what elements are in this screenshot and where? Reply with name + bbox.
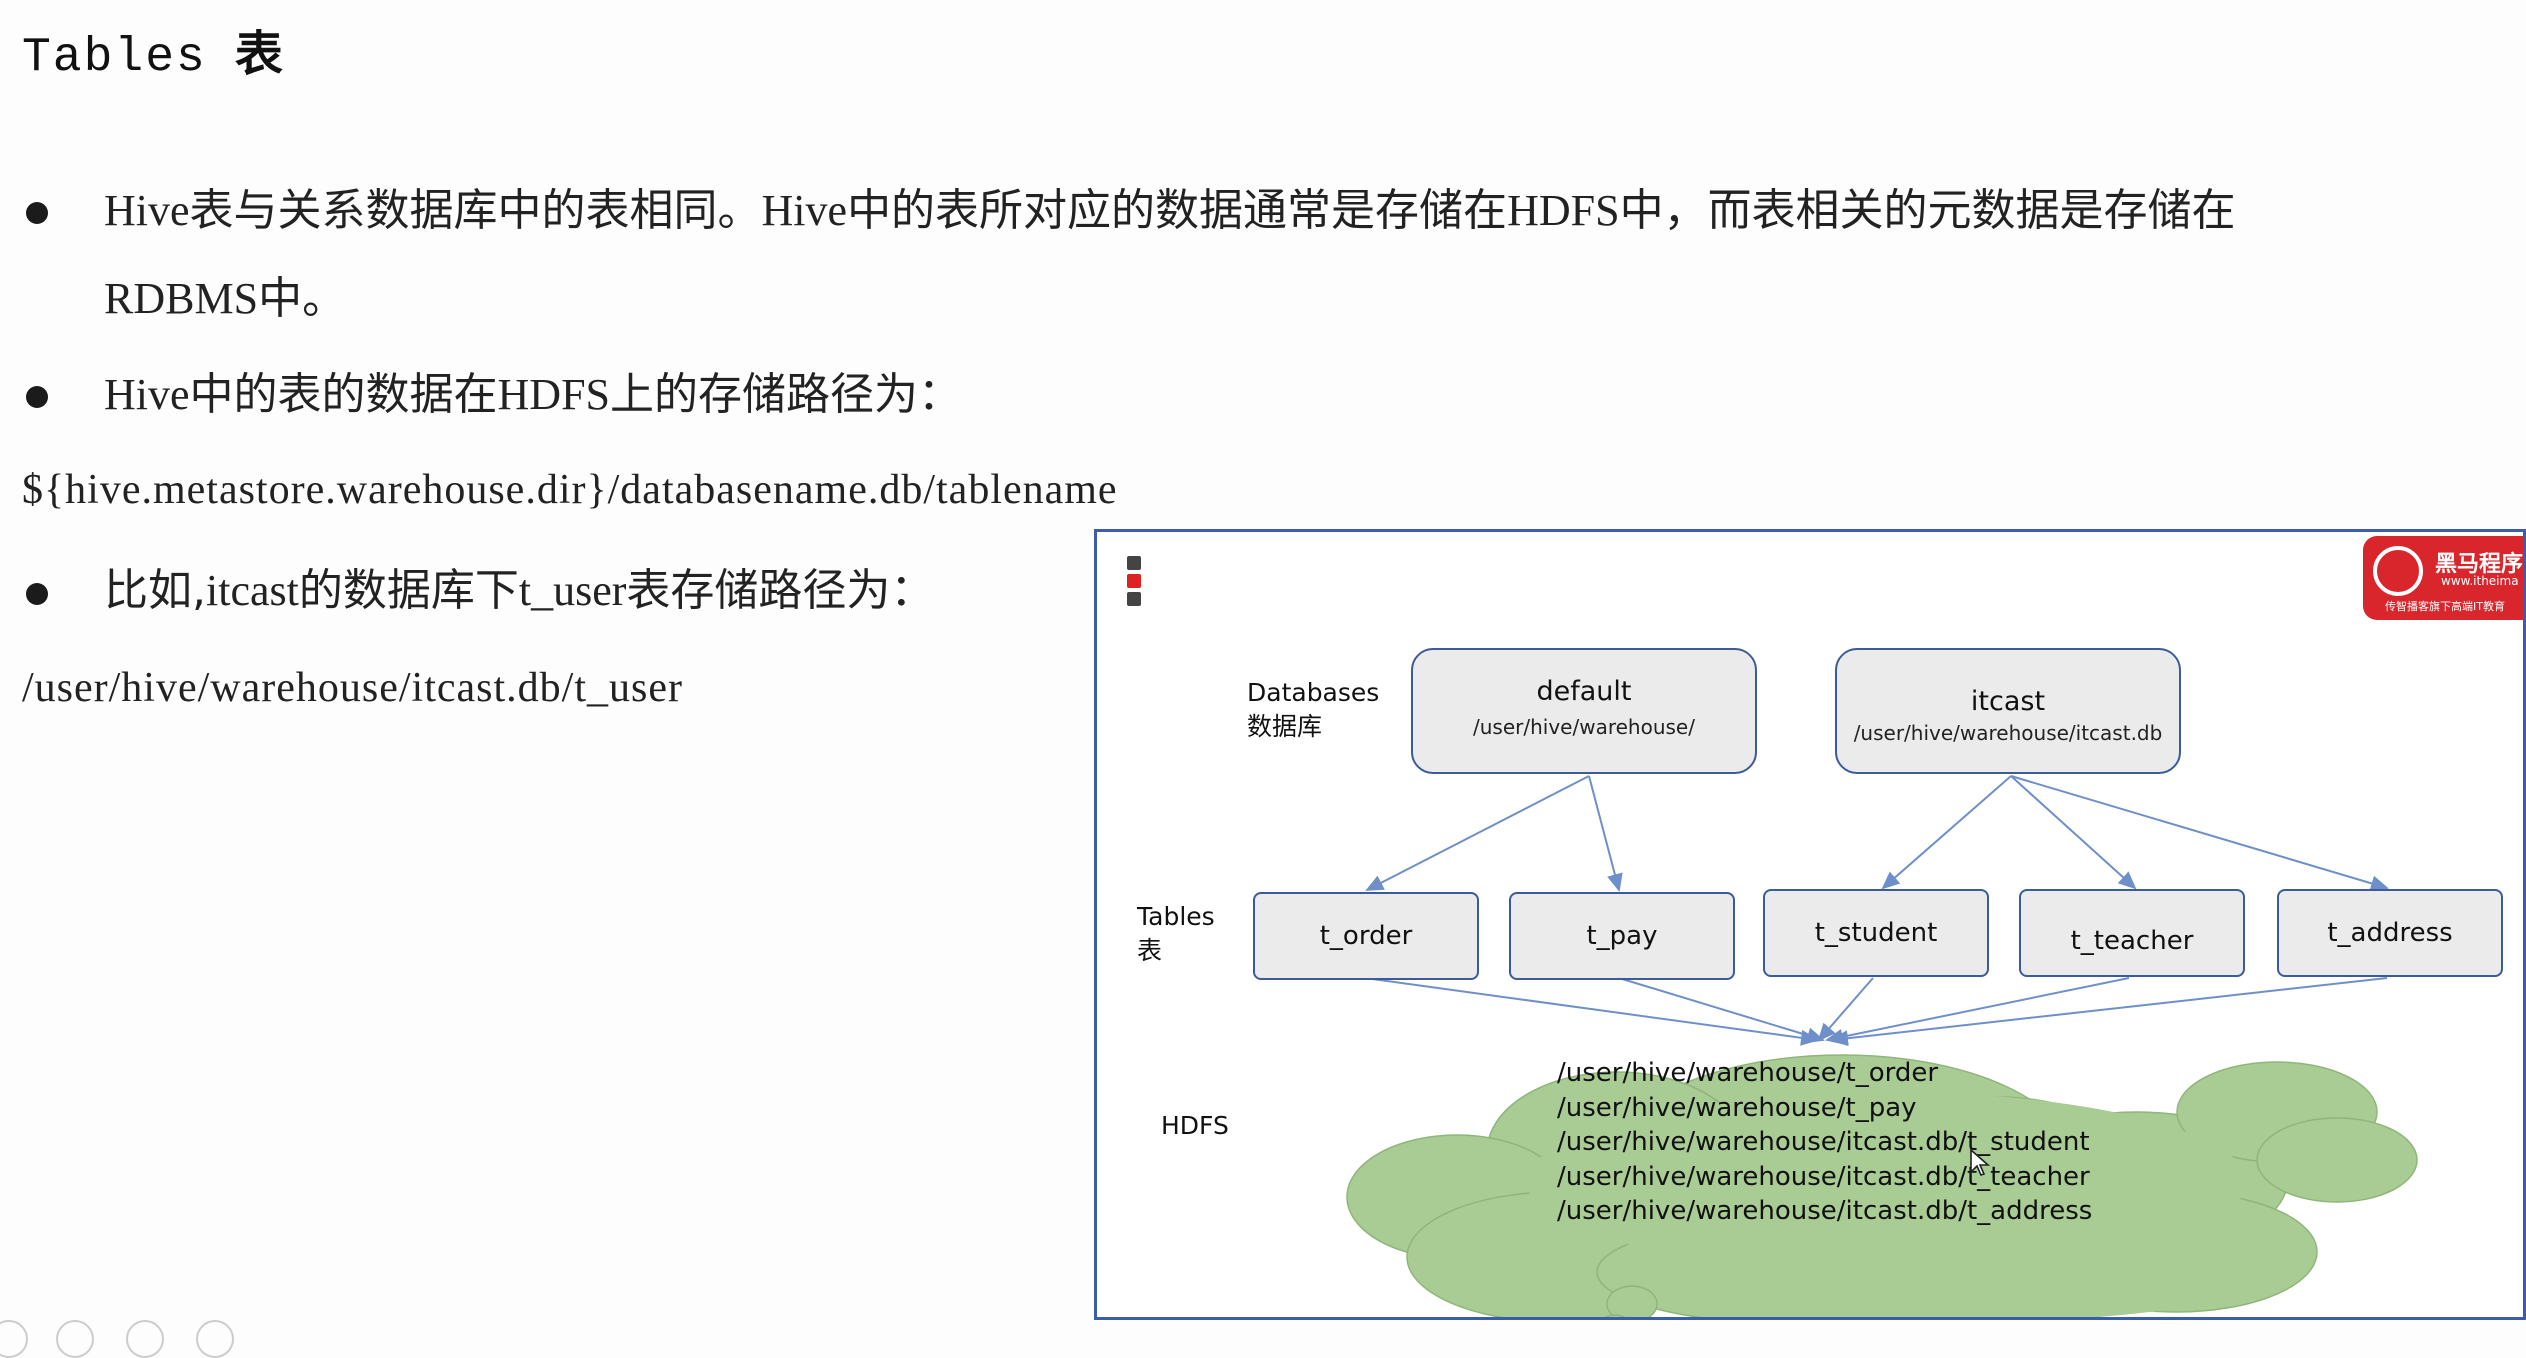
table-node-t-address: t_address [2277, 889, 2503, 977]
horse-logo-icon [2373, 546, 2423, 596]
slide-title-cn: 表 [234, 26, 285, 82]
text-segment: 上的存储路径为： [610, 369, 963, 420]
text-hdfs: HDFS [1507, 186, 1620, 235]
diagram-graphics [1346, 775, 2418, 1317]
presentation-toolbar [0, 1316, 260, 1358]
hdfs-path: /user/hive/warehouse/itcast.db/t_address [1557, 1196, 2093, 1226]
row-label-databases: Databases 数据库 [1247, 676, 1379, 744]
text-hive: Hive [104, 186, 190, 235]
text-segment: 的数据库下 [298, 565, 519, 616]
bullet-1-line-1: Hive表与关系数据库中的表相同。Hive中的表所对应的数据通常是存储在HDFS… [104, 184, 2236, 238]
slide-marker-icon [1127, 574, 1141, 588]
brand-logo: 黑马程序 www.itheima 传智播客旗下高端IT教育 [2363, 536, 2524, 620]
bullet-dot-3 [26, 583, 48, 605]
text-itcast: itcast [206, 566, 299, 615]
row-label-tables-cn: 表 [1137, 936, 1163, 965]
bullet-1-line-2: RDBMS中。 [104, 272, 346, 326]
mouse-cursor-icon [1970, 1148, 1991, 1176]
text-segment: 比如, [104, 565, 206, 616]
database-name: default [1536, 676, 1632, 707]
database-node-default: default /user/hive/warehouse/ [1411, 648, 1757, 774]
path-template-code: ${hive.metastore.warehouse.dir}/database… [22, 467, 1118, 513]
database-path: /user/hive/warehouse/ [1473, 715, 1695, 739]
bullet-3-line: 比如,itcast的数据库下t_user表存储路径为： [104, 564, 934, 618]
logo-line-3: 传智播客旗下高端IT教育 [2385, 600, 2505, 613]
logo-line-2: www.itheima [2441, 574, 2519, 588]
toolbar-icon[interactable] [56, 1320, 94, 1358]
bullet-2-line: Hive中的表的数据在HDFS上的存储路径为： [104, 368, 962, 422]
row-label-tables: Tables 表 [1137, 900, 1215, 968]
hdfs-path-list: /user/hive/warehouse/t_order /user/hive/… [1557, 1056, 2092, 1229]
toolbar-icon[interactable] [126, 1320, 164, 1358]
hdfs-path: /user/hive/warehouse/itcast.db/t_student [1557, 1127, 2090, 1157]
database-path: /user/hive/warehouse/itcast.db [1853, 721, 2163, 745]
bullet-dot-2 [26, 386, 48, 408]
text-segment: 表与关系数据库中的表相同。 [189, 185, 762, 236]
hdfs-path: /user/hive/warehouse/itcast.db/t_teacher [1557, 1161, 2090, 1192]
slide-title: Tables 表 [22, 14, 285, 85]
row-label-databases-cn: 数据库 [1247, 712, 1323, 741]
slide-marker-icon [1127, 592, 1141, 606]
text-segment: 中。 [258, 273, 347, 324]
text-segment: 中的表的数据在 [189, 369, 498, 420]
slide-title-en: Tables [22, 31, 207, 85]
text-t-user: t_user [518, 566, 627, 615]
text-hive: Hive [761, 186, 848, 235]
hive-tables-diagram: 黑马程序 www.itheima 传智播客旗下高端IT教育 [1094, 529, 2526, 1320]
logo-line-1: 黑马程序 [2435, 552, 2524, 577]
table-node-t-order: t_order [1253, 892, 1479, 980]
text-segment: 中的表所对应的数据通常是存储在 [847, 185, 1508, 236]
text-hdfs: HDFS [497, 370, 611, 419]
hdfs-path: /user/hive/warehouse/t_pay [1557, 1092, 1917, 1123]
table-node-t-teacher: t_teacher [2019, 889, 2245, 977]
text-segment: 中，而表相关的元数据是存储在 [1619, 185, 2236, 236]
table-node-t-student: t_student [1763, 889, 1989, 977]
example-path-code: /user/hive/warehouse/itcast.db/t_user [22, 665, 683, 711]
hdfs-path: /user/hive/warehouse/t_order [1557, 1058, 1939, 1088]
row-label-tables-en: Tables [1137, 902, 1215, 931]
row-label-databases-en: Databases [1247, 678, 1380, 707]
toolbar-icon[interactable] [196, 1320, 234, 1358]
row-label-hdfs: HDFS [1161, 1111, 1229, 1140]
hdfs-cloud [1346, 1054, 2418, 1317]
database-name: itcast [1970, 686, 2046, 717]
toolbar-icon[interactable] [0, 1320, 28, 1358]
connector-arrows [1364, 775, 2389, 1047]
slide-marker-icon [1127, 556, 1141, 570]
database-node-itcast: itcast /user/hive/warehouse/itcast.db [1835, 648, 2181, 774]
text-rdbms: RDBMS [104, 274, 259, 323]
text-segment: 表存储路径为： [626, 565, 935, 616]
table-node-t-pay: t_pay [1509, 892, 1735, 980]
bullet-dot-1 [26, 202, 48, 224]
text-hive: Hive [104, 370, 190, 419]
